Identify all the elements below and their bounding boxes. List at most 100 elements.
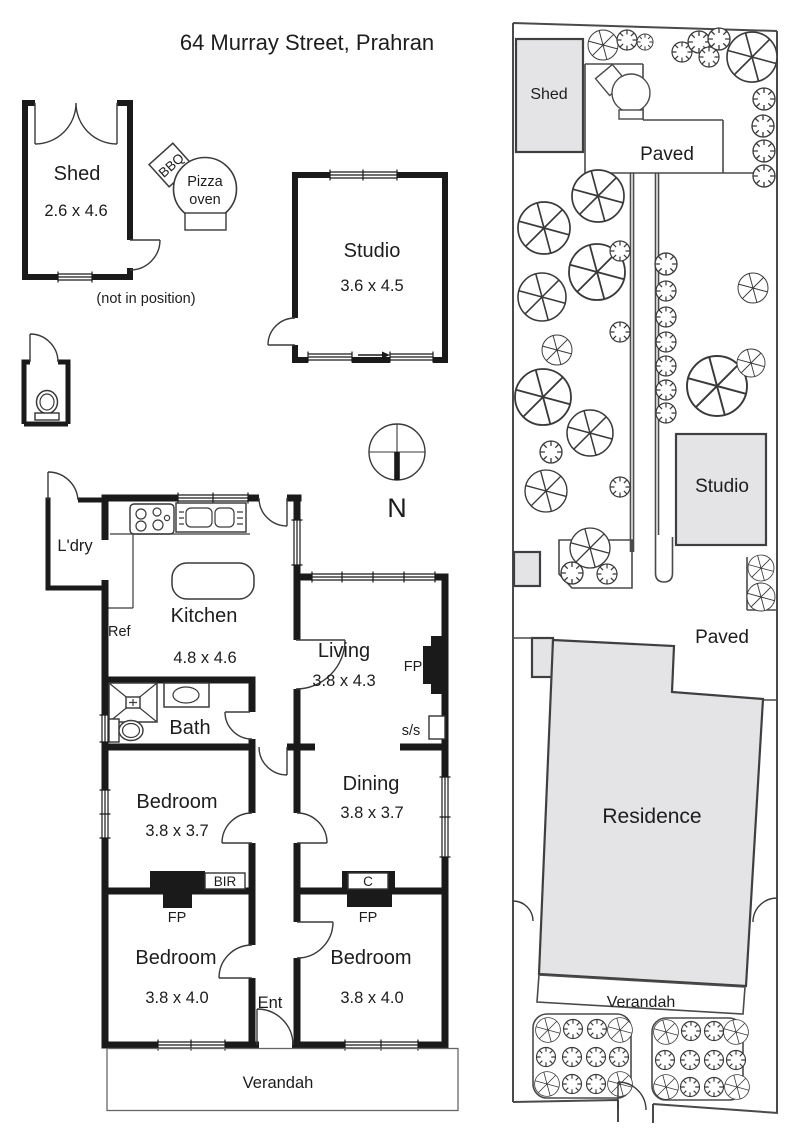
laundry-label: L'dry bbox=[57, 537, 93, 555]
entry-arrow-icon bbox=[358, 351, 390, 359]
site-pizza-oven-icon bbox=[611, 73, 651, 120]
robe-box bbox=[204, 872, 246, 890]
shed-window bbox=[57, 271, 93, 283]
shrub-icon bbox=[655, 402, 677, 424]
shrub-icon bbox=[752, 164, 776, 188]
tree-icon bbox=[524, 469, 568, 513]
shrub-icon bbox=[562, 1018, 584, 1040]
house-floorplan: L'dry bbox=[45, 471, 459, 1112]
fireplace-icon bbox=[150, 871, 205, 908]
cooktop-icon bbox=[129, 503, 175, 535]
tree-icon bbox=[653, 1019, 679, 1045]
sink-icon bbox=[175, 502, 247, 533]
site-residence bbox=[537, 638, 765, 988]
shed-label: Shed bbox=[54, 163, 101, 185]
fp-label-right: FP bbox=[359, 910, 378, 926]
kitchen-label: Kitchen bbox=[171, 605, 238, 627]
fp-label-left: FP bbox=[168, 910, 187, 926]
shrub-icon bbox=[654, 1049, 676, 1071]
south-pointer-icon bbox=[394, 452, 400, 480]
wc-outbuilding bbox=[21, 333, 71, 427]
shrub-icon bbox=[535, 1046, 557, 1068]
tree-icon bbox=[566, 409, 614, 457]
site-gates bbox=[512, 897, 778, 1111]
bath-label: Bath bbox=[169, 717, 210, 739]
tree-icon bbox=[746, 582, 776, 612]
shrub-icon bbox=[679, 1076, 701, 1098]
site-residence-label: Residence bbox=[602, 805, 701, 828]
studio-label: Studio bbox=[344, 240, 401, 262]
tree-icon bbox=[737, 272, 769, 304]
dining-fireplace-cupboard: C FP bbox=[342, 871, 395, 926]
compass-north-label: N bbox=[387, 493, 407, 523]
pizza-oven-label-2: oven bbox=[189, 192, 220, 208]
studio-windows bbox=[307, 169, 434, 363]
toilet-icon bbox=[108, 718, 144, 743]
house-walls bbox=[101, 494, 449, 1049]
shrub-icon bbox=[655, 331, 677, 353]
vanity-icon bbox=[163, 682, 210, 708]
shrub-icon bbox=[703, 1076, 725, 1098]
ss-label: s/s bbox=[402, 723, 421, 739]
tree-icon bbox=[514, 368, 572, 426]
shrub-icon bbox=[539, 440, 563, 464]
tree-icon bbox=[607, 1017, 633, 1043]
shrub-icon bbox=[703, 1020, 725, 1042]
tree-icon bbox=[723, 1019, 749, 1045]
shrub-icon bbox=[680, 1020, 702, 1042]
tree-icon bbox=[541, 334, 573, 366]
site-studio bbox=[674, 432, 768, 547]
site-residence-step bbox=[530, 636, 555, 679]
compass: N bbox=[368, 423, 426, 523]
door-swings bbox=[218, 497, 346, 1046]
tree-icon bbox=[571, 169, 625, 223]
bedroom2-dims: 3.8 x 4.0 bbox=[145, 989, 208, 1007]
tree-icon bbox=[535, 1017, 561, 1043]
site-verandah-label: Verandah bbox=[607, 994, 676, 1011]
living-dims: 3.8 x 4.3 bbox=[312, 672, 375, 690]
tree-icon bbox=[724, 1074, 750, 1100]
cupboard-box bbox=[347, 872, 389, 890]
shrub-icon bbox=[596, 563, 618, 585]
shrub-icon bbox=[616, 29, 638, 51]
tree-icon bbox=[569, 527, 611, 569]
fridge-label: Ref bbox=[108, 624, 132, 640]
laundry: L'dry bbox=[45, 471, 107, 591]
living-fireplace-icon bbox=[423, 636, 449, 694]
shrub-icon bbox=[752, 87, 776, 111]
shrub-icon bbox=[679, 1049, 701, 1071]
floorplan-shed: Shed 2.6 x 4.6 (not in position) bbox=[22, 100, 196, 307]
shrub-icon bbox=[636, 33, 654, 51]
entry-label: Ent bbox=[258, 994, 283, 1012]
kitchen-dims: 4.8 x 4.6 bbox=[173, 649, 236, 667]
site-verandah bbox=[536, 974, 746, 1015]
shower-icon bbox=[108, 682, 158, 723]
house-windows bbox=[99, 492, 451, 1051]
bench-line bbox=[108, 533, 250, 609]
bedroom1-fireplace-robe: BIR FP bbox=[150, 871, 246, 926]
tree-icon bbox=[534, 1071, 560, 1097]
dining-dims: 3.8 x 3.7 bbox=[340, 804, 403, 822]
c-label: C bbox=[363, 874, 373, 889]
tree-icon bbox=[587, 29, 619, 61]
site-paved-rear-label: Paved bbox=[640, 144, 694, 165]
stainless-box bbox=[428, 715, 446, 740]
verandah-outline bbox=[106, 1047, 459, 1112]
kitchen-fixtures bbox=[108, 502, 255, 609]
shrub-icon bbox=[586, 1018, 608, 1040]
pizza-oven: Pizza oven bbox=[172, 156, 238, 231]
tree-icon bbox=[736, 348, 766, 378]
shrub-icon bbox=[585, 1073, 607, 1095]
bir-label: BIR bbox=[214, 874, 237, 889]
shrub-icon bbox=[654, 252, 678, 276]
tree-icon bbox=[517, 272, 567, 322]
shrub-icon bbox=[752, 139, 776, 163]
bedroom1-dims: 3.8 x 3.7 bbox=[145, 822, 208, 840]
shed-note: (not in position) bbox=[96, 291, 195, 307]
tree-icon bbox=[653, 1074, 679, 1100]
studio-dims: 3.6 x 4.5 bbox=[340, 277, 403, 295]
site-paved-mid-label: Paved bbox=[695, 627, 749, 648]
page-title: 64 Murray Street, Prahran bbox=[180, 30, 434, 55]
site-studio-label: Studio bbox=[695, 476, 749, 497]
